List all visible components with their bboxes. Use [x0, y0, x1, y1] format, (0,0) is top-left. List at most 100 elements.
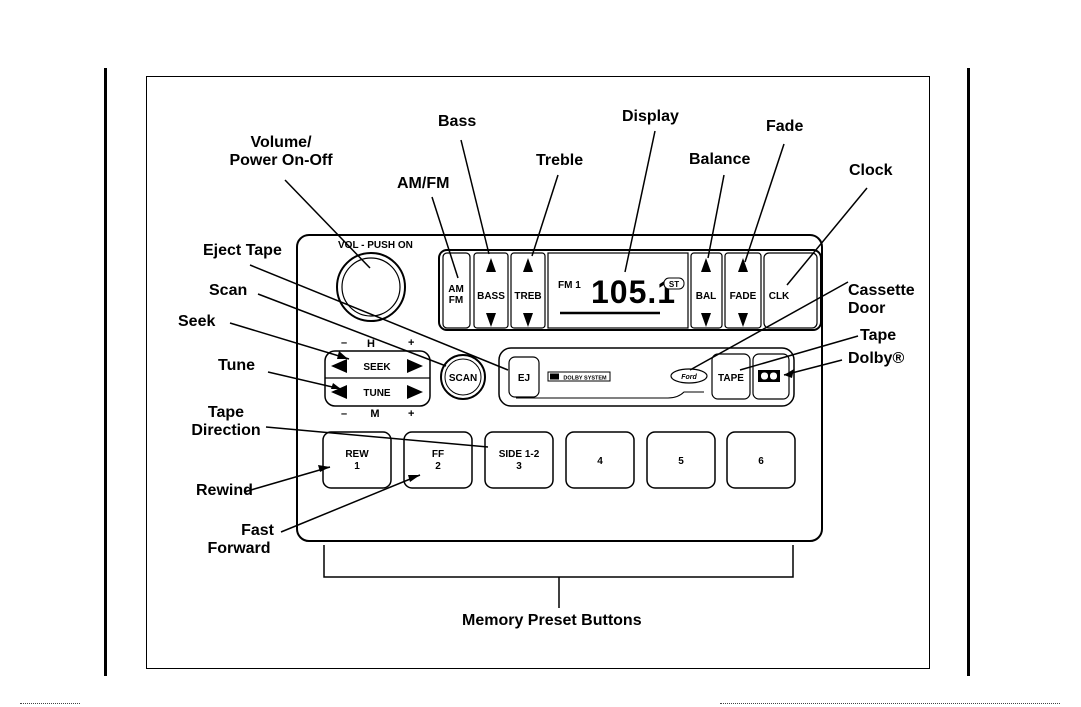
- leader-arrowheads: [318, 351, 794, 482]
- seek-label: SEEK: [363, 362, 391, 373]
- callout-fast-forward: Fast Forward: [200, 522, 278, 558]
- minute-minus: –: [341, 408, 347, 420]
- clock-button[interactable]: [763, 252, 818, 329]
- fade-label: FADE: [730, 291, 757, 302]
- bass-label: BASS: [477, 291, 505, 302]
- dolby-system-badge: [547, 371, 611, 382]
- leader-fade: [744, 143, 785, 263]
- volume-knob[interactable]: [336, 252, 406, 322]
- balance-down-arrow-icon[interactable]: [701, 313, 711, 327]
- leader-amfm: [431, 196, 459, 279]
- tape-button[interactable]: [711, 353, 751, 400]
- amfm-button[interactable]: [442, 252, 471, 329]
- leader-scan: [257, 293, 447, 367]
- seek-right-arrow-icon[interactable]: [407, 359, 423, 373]
- scan-button[interactable]: [440, 354, 486, 400]
- callout-eject-tape: Eject Tape: [203, 242, 282, 259]
- callout-tape: Tape: [860, 327, 897, 344]
- treble-down-arrow-icon[interactable]: [523, 313, 533, 327]
- tape-label: TAPE: [718, 373, 744, 384]
- balance-up-arrow-icon[interactable]: [701, 258, 711, 272]
- dolby-system-label: DOLBY SYSTEM: [563, 376, 607, 382]
- callout-seek: Seek: [178, 313, 216, 330]
- am-label: AM: [448, 284, 464, 295]
- minute-plus: +: [408, 408, 414, 420]
- eject-label: EJ: [518, 373, 530, 384]
- callout-fade: Fade: [766, 118, 804, 135]
- preset-button-3[interactable]: SIDE 1-2 3: [484, 431, 554, 489]
- bass-up-arrow-icon[interactable]: [486, 258, 496, 272]
- callout-tape-direction-line2: Direction: [191, 422, 261, 439]
- preset-2-top-label: FF: [432, 449, 444, 460]
- dolby-arrowhead-icon: [784, 369, 794, 378]
- tune-label: TUNE: [363, 388, 391, 399]
- bass-button[interactable]: [473, 252, 509, 329]
- fade-button[interactable]: [724, 252, 762, 329]
- preset-button-4[interactable]: 4: [565, 431, 635, 489]
- vol-push-on-label: VOL - PUSH ON: [338, 240, 413, 251]
- treble-up-arrow-icon[interactable]: [523, 258, 533, 272]
- hour-minus: –: [341, 337, 347, 349]
- volume-knob-ring: [341, 257, 401, 317]
- hour-label: H: [367, 338, 375, 350]
- leader-fast-forward: [280, 474, 421, 533]
- fade-up-arrow-icon[interactable]: [738, 258, 748, 272]
- callout-display: Display: [622, 108, 679, 125]
- leader-volume: [284, 179, 371, 269]
- tune-rocker[interactable]: TUNE: [331, 385, 423, 399]
- seek-rocker[interactable]: SEEK: [331, 359, 423, 373]
- callout-cassette-door-line2: Door: [848, 300, 886, 317]
- preset-1-number: 1: [354, 461, 360, 472]
- preset-button-5[interactable]: 5: [646, 431, 716, 489]
- preset-3-number: 3: [516, 461, 522, 472]
- stereo-indicator: [663, 277, 685, 290]
- preset-button-1[interactable]: REW 1: [322, 431, 392, 489]
- callout-volume-line2: Power On-Off: [229, 152, 333, 169]
- leader-lines: [229, 130, 868, 533]
- preset-3-top-label: SIDE 1-2: [499, 449, 540, 460]
- leader-display: [624, 130, 656, 273]
- tune-right-arrow-icon[interactable]: [407, 385, 423, 399]
- balance-label: BAL: [696, 291, 717, 302]
- callout-balance: Balance: [689, 151, 751, 168]
- preset-5-number: 5: [678, 456, 684, 467]
- leader-balance: [707, 174, 725, 259]
- callout-tape-direction: Tape Direction: [185, 404, 267, 440]
- treble-label: TREB: [514, 291, 541, 302]
- leader-seek: [229, 322, 350, 360]
- balance-button[interactable]: [690, 252, 723, 329]
- preset-button-6[interactable]: 6: [726, 431, 796, 489]
- preset-2-number: 2: [435, 461, 441, 472]
- brand-label: Ford: [681, 374, 697, 381]
- fade-down-arrow-icon[interactable]: [738, 313, 748, 327]
- dolby-double-d-icon: [758, 370, 780, 382]
- leader-dolby: [783, 359, 843, 376]
- bass-down-arrow-icon[interactable]: [486, 313, 496, 327]
- leader-eject: [249, 264, 509, 371]
- callout-volume-line1: Volume/: [250, 134, 312, 151]
- footer-rule: [20, 703, 80, 705]
- treble-button[interactable]: [510, 252, 546, 329]
- preset-bracket: [323, 545, 794, 578]
- hour-plus: +: [408, 337, 414, 349]
- left-page-rule: [104, 68, 107, 676]
- preset-button-2[interactable]: FF 2: [403, 431, 473, 489]
- leader-clock: [786, 187, 868, 286]
- callout-tape-direction-line1: Tape: [207, 404, 245, 421]
- callout-cassette-door: Cassette Door: [848, 282, 915, 318]
- callout-amfm: AM/FM: [397, 175, 450, 192]
- scan-button-ring: [444, 358, 482, 396]
- callout-bass: Bass: [438, 113, 477, 130]
- seek-left-arrow-icon[interactable]: [331, 359, 347, 373]
- ff-arrowhead-icon: [408, 475, 420, 482]
- callout-rewind: Rewind: [196, 482, 253, 499]
- preset-4-number: 4: [597, 456, 603, 467]
- leader-bass: [460, 139, 490, 255]
- figure-frame: [146, 76, 930, 669]
- leader-rewind: [243, 466, 331, 493]
- tune-left-arrow-icon[interactable]: [331, 385, 347, 399]
- callout-treble: Treble: [536, 152, 584, 169]
- cassette-slot: [516, 391, 704, 399]
- eject-button[interactable]: [508, 356, 540, 398]
